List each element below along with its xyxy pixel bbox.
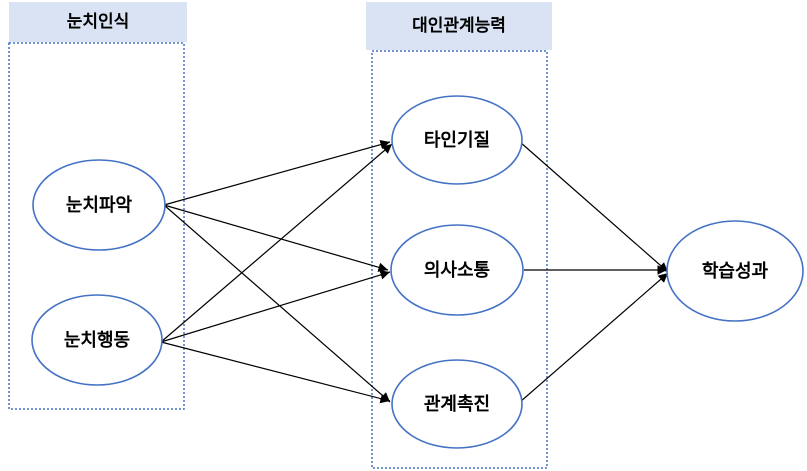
edge-action-to-other	[160, 143, 393, 343]
node-action-label: 눈치행동	[64, 330, 130, 351]
edge-grasp-to-relationship	[163, 204, 391, 403]
perception-group-label: 눈치인식	[67, 12, 130, 32]
node-grasp: 눈치파악	[32, 159, 166, 251]
edge-other-to-outcome	[519, 141, 669, 273]
node-communication: 의사소통	[390, 224, 524, 316]
perception-group-label-bg	[9, 2, 187, 42]
interpersonal-group-label-bg	[366, 2, 552, 50]
edge-grasp-to-other	[163, 139, 391, 206]
node-outcome: 학습성과	[666, 220, 804, 322]
node-relationship-label: 관계촉진	[424, 394, 490, 415]
node-relationship: 관계촉진	[391, 359, 523, 449]
edge-action-to-communication	[160, 270, 391, 343]
edge-action-to-relationship	[160, 341, 391, 404]
node-action: 눈치행동	[31, 294, 163, 386]
node-outcome-label: 학습성과	[702, 260, 769, 282]
perception-group-box	[8, 42, 185, 410]
edge-relationship-to-outcome	[519, 272, 669, 403]
edge-grasp-to-communication	[163, 204, 389, 272]
node-communication-label: 의사소통	[424, 260, 490, 281]
node-other: 타인기질	[391, 95, 523, 185]
node-grasp-label: 눈치파악	[66, 195, 133, 216]
interpersonal-group-label: 대인관계능력	[412, 16, 506, 36]
node-other-label: 타인기질	[424, 130, 490, 151]
